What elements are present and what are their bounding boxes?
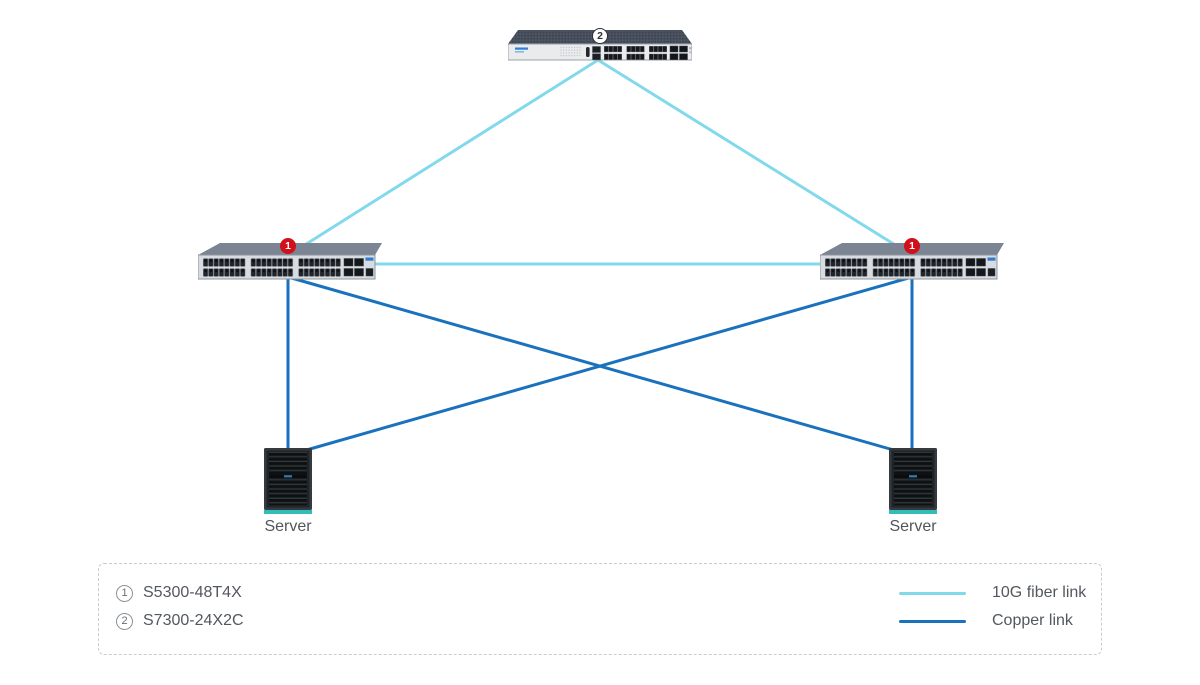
left-switch-badge: 1 bbox=[280, 238, 296, 254]
link-fiber bbox=[597, 58, 901, 250]
access-switch-right bbox=[819, 241, 1004, 281]
left-switch-badge-number: 1 bbox=[285, 239, 291, 252]
core-switch-badge: 2 bbox=[592, 28, 608, 44]
legend-box: 1 S5300-48T4X 2 S7300-24X2C 10G fiber li… bbox=[98, 563, 1102, 655]
legend-item-2-label: S7300-24X2C bbox=[143, 612, 244, 629]
link-fiber bbox=[299, 58, 599, 250]
server-right bbox=[889, 448, 937, 514]
server-icon bbox=[889, 448, 937, 514]
fiber-line-label: 10G fiber link bbox=[992, 584, 1087, 601]
legend-item-1: 1 S5300-48T4X bbox=[116, 582, 242, 604]
server-right-label: Server bbox=[889, 518, 937, 535]
core-switch-badge-number: 2 bbox=[597, 29, 603, 42]
legend-item-1-marker: 1 bbox=[116, 584, 133, 602]
fiber-line-sample bbox=[899, 591, 966, 595]
legend-item-2-number: 2 bbox=[121, 614, 128, 627]
legend-key-copper: Copper link bbox=[899, 610, 1073, 632]
server-left-label: Server bbox=[264, 518, 312, 535]
legend-item-2-marker: 2 bbox=[116, 612, 133, 630]
copper-line-label: Copper link bbox=[992, 612, 1073, 629]
server-icon bbox=[264, 448, 312, 514]
legend-key-fiber: 10G fiber link bbox=[899, 582, 1086, 604]
server-left bbox=[264, 448, 312, 514]
right-switch-badge-number: 1 bbox=[909, 239, 915, 252]
legend-item-1-label: S5300-48T4X bbox=[143, 584, 242, 601]
access-switch-right-icon bbox=[819, 243, 1004, 280]
legend-item-2: 2 S7300-24X2C bbox=[116, 610, 244, 632]
link-copper bbox=[295, 275, 913, 455]
right-switch-badge: 1 bbox=[904, 238, 920, 254]
copper-line-sample bbox=[899, 619, 966, 623]
link-copper bbox=[287, 275, 905, 455]
legend-item-1-number: 1 bbox=[121, 586, 128, 599]
